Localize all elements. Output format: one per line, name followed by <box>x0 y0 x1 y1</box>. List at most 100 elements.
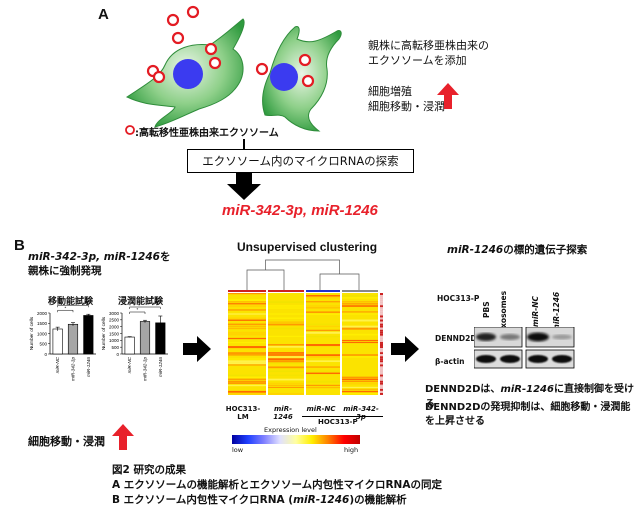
heatmap-cell <box>342 325 378 328</box>
overexpress-title-line2: 親株に強制発現 <box>28 265 102 277</box>
y-axis-label: Number of cells <box>29 316 35 350</box>
row-annotation <box>380 356 383 359</box>
wb-panel-right-bottom <box>525 349 575 369</box>
heatmap-cell <box>268 344 304 346</box>
heatmap-cell <box>306 354 340 357</box>
row-annotation <box>380 386 383 389</box>
wb-panel-left-bottom <box>474 349 523 369</box>
row-annotation <box>380 327 383 330</box>
y-tick-label: 2000 <box>109 324 120 329</box>
x-tick-label: miR-342-3p <box>71 357 76 381</box>
heatmap-cell <box>268 327 304 330</box>
heatmap-cell <box>228 390 266 393</box>
bar <box>124 336 135 355</box>
exosome-particle <box>166 13 180 27</box>
row-annotation <box>380 360 383 363</box>
heatmap-cell <box>342 305 378 307</box>
heatmap-cell <box>306 386 340 389</box>
row-annotation <box>380 354 383 357</box>
heatmap-cell <box>306 335 340 338</box>
heatmap-cell <box>228 354 266 356</box>
heatmap-cell <box>228 317 266 319</box>
row-annotation <box>380 380 383 383</box>
wb-band <box>552 334 572 340</box>
exosome-particle <box>298 53 312 67</box>
row-annotation <box>380 317 383 320</box>
row-annotation <box>380 372 383 375</box>
finding-2-line2: を上昇させる <box>425 416 485 427</box>
heatmap-cell <box>342 356 378 358</box>
wb-cell-line: HOC313-P <box>437 294 480 303</box>
heatmap-cell <box>228 337 266 340</box>
heatmap-cell <box>342 354 378 356</box>
heatmap-cell <box>228 341 266 344</box>
row-annotation <box>380 293 383 295</box>
row-annotation <box>380 337 383 340</box>
heatmap-cell <box>268 317 304 319</box>
result-mirna: miR-342-3p, miR-1246 <box>222 202 378 219</box>
heatmap-cell <box>342 386 378 389</box>
heatmap-cell <box>268 323 304 326</box>
row-annotation <box>380 311 383 314</box>
desc-line2: エクソソームを添加 <box>368 54 467 67</box>
heatmap-cell <box>228 374 266 376</box>
desc-line1: 親株に高転移亜株由来の <box>368 39 489 52</box>
right-arrow-icon <box>183 336 211 362</box>
row-annotation <box>380 331 383 334</box>
row-annotation <box>380 344 383 346</box>
row-annotation <box>380 315 383 318</box>
heatmap-cell <box>342 392 378 395</box>
heatmap-col-label: HOC313-LM <box>225 405 261 421</box>
row-annotation <box>380 358 383 361</box>
heatmap-cell <box>306 325 340 328</box>
heatmap-cell <box>342 339 378 342</box>
exosome-legend-icon <box>125 125 135 135</box>
heatmap-cell <box>228 382 266 384</box>
wb-band <box>528 355 548 363</box>
row-annotation <box>380 309 383 312</box>
heatmap-cell <box>268 354 304 356</box>
invasion-chart-title: 浸潤能試験 <box>118 297 164 307</box>
heatmap-cell <box>306 366 340 368</box>
heatmap-cell <box>228 333 266 336</box>
dendrogram-branch <box>319 273 360 290</box>
significance-bracket <box>57 309 74 313</box>
heatmap-cell <box>228 313 266 315</box>
x-tick-label: miR-1246 <box>86 357 91 377</box>
panel-b-letter: B <box>14 237 25 254</box>
row-annotation <box>380 384 383 387</box>
exosome-legend-label: :高転移性亜株由来エクソソーム <box>135 128 279 139</box>
bar <box>52 328 63 355</box>
row-annotation <box>380 313 383 316</box>
significance-bracket <box>129 306 161 310</box>
migration-chart-title: 移動能試験 <box>48 297 94 307</box>
heatmap-cell <box>342 380 378 383</box>
heatmap-cell <box>342 341 378 344</box>
row-annotation <box>380 295 383 298</box>
row-annotation <box>380 364 383 367</box>
heatmap-cell <box>342 388 378 391</box>
western-blot <box>474 327 575 369</box>
row-annotation <box>380 323 383 326</box>
row-annotation <box>380 382 383 385</box>
significance-star: * <box>144 305 146 307</box>
row-annotation <box>380 366 383 369</box>
heatmap-cell <box>306 370 340 373</box>
finding-1-mirna: miR-1246 <box>500 384 554 395</box>
finding-2-line1: DENND2Dの発現抑制は、細胞移動・浸潤能 <box>425 402 631 413</box>
y-axis-label: Number of cells <box>101 316 107 350</box>
x-tick-label: miR-1246 <box>158 357 163 377</box>
search-box: エクソソーム内のマイクロRNAの探索 <box>187 149 414 173</box>
heatmap-cell <box>228 327 266 330</box>
significance-bracket <box>57 305 89 308</box>
heatmap-cell <box>268 352 304 354</box>
y-tick-label: 1500 <box>109 331 120 336</box>
bar <box>83 315 94 355</box>
figure-caption-title: 図2 研究の成果 <box>112 464 186 476</box>
sample-bar <box>228 290 266 292</box>
heatmap-cell <box>342 376 378 379</box>
heatmap-cell <box>268 378 304 381</box>
exosome-particle <box>171 31 185 45</box>
heatmap-cell <box>306 301 340 303</box>
